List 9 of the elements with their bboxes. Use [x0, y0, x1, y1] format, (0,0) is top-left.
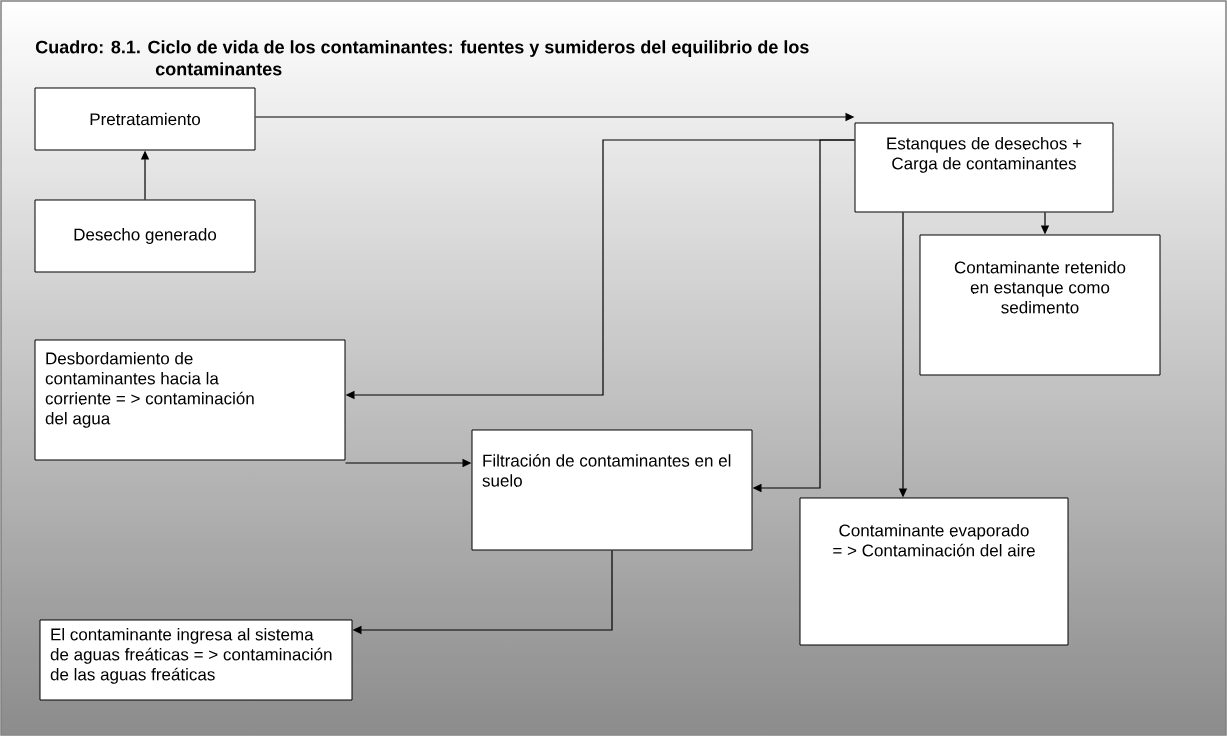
process-box: El contaminante ingresa al sistema de aguas freáticas = > contaminación de las aguas freáticas	[39, 619, 353, 701]
process-box: Contaminante retenido en estanque como sedimento	[919, 234, 1161, 376]
process-box: Desbordamiento de contaminantes hacia la corriente = > contaminación del agua	[34, 339, 346, 461]
process-box: Contaminante evaporado = > Contaminación del aire	[799, 497, 1069, 646]
process-box: Pretratamiento	[34, 87, 256, 151]
process-box: Desecho generado	[34, 199, 256, 273]
process-box: Filtración de contaminantes en el suelo	[471, 429, 753, 551]
diagram-title: Cuadro: 8.1. Ciclo de vida de los contaminantes: fuentes y sumideros del equilibrio de los contaminantes	[35, 40, 809, 76]
process-box: Estanques de desechos + Carga de contaminantes	[854, 122, 1114, 213]
